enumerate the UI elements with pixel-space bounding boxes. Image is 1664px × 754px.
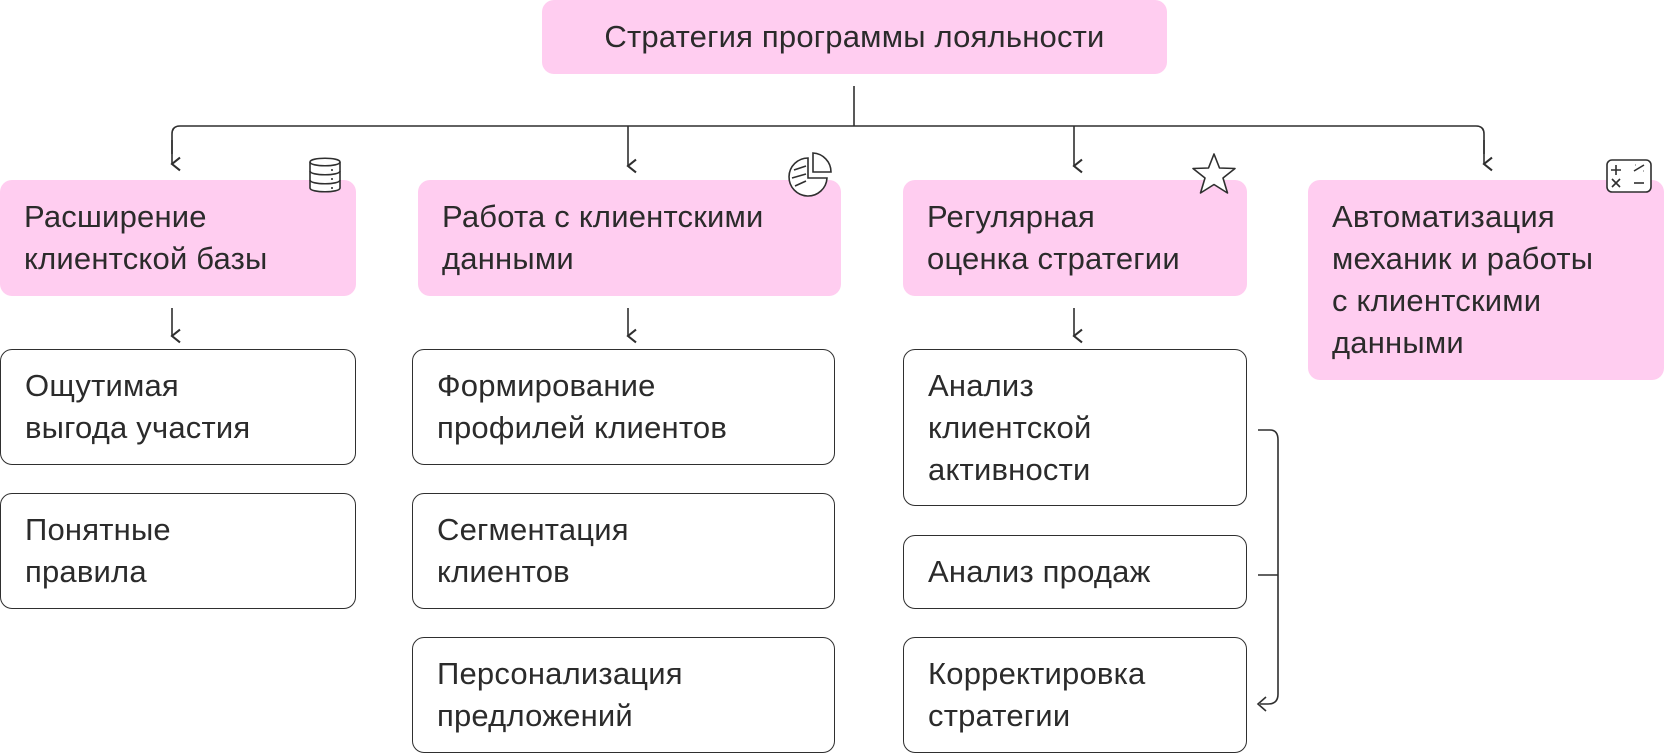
item-label: Ощутимая выгода участия bbox=[25, 368, 251, 445]
star-icon bbox=[1192, 153, 1236, 194]
item-box: Сегментация клиентов bbox=[412, 493, 835, 609]
item-box: Персонализация предложений bbox=[412, 637, 835, 753]
root-node: Стратегия программы лояльности bbox=[542, 0, 1167, 74]
item-label: Формирование профилей клиентов bbox=[437, 368, 727, 445]
item-box: Ощутимая выгода участия bbox=[0, 349, 356, 465]
item-label: Понятные правила bbox=[25, 512, 171, 589]
item-box: Анализ продаж bbox=[903, 535, 1247, 609]
branch-line bbox=[171, 125, 1485, 154]
header-automation: Автоматизация механик и работы с клиентс… bbox=[1308, 180, 1664, 380]
header-label: Автоматизация механик и работы с клиентс… bbox=[1332, 199, 1594, 360]
item-box: Анализ клиентской активности bbox=[903, 349, 1247, 506]
item-label: Анализ клиентской активности bbox=[928, 367, 1092, 487]
item-label: Анализ продаж bbox=[928, 554, 1151, 589]
feedback-arrowhead bbox=[1256, 696, 1267, 712]
database-icon bbox=[309, 157, 341, 193]
header-client-data: Работа с клиентскими данными bbox=[418, 180, 841, 296]
header-evaluation: Регулярная оценка стратегии bbox=[903, 180, 1247, 296]
pie-chart-icon bbox=[788, 152, 832, 197]
header-expansion: Расширение клиентской базы bbox=[0, 180, 356, 296]
item-label: Корректировка стратегии bbox=[928, 656, 1146, 733]
item-box: Формирование профилей клиентов bbox=[412, 349, 835, 465]
calculator-icon bbox=[1606, 159, 1652, 193]
header-label: Расширение клиентской базы bbox=[24, 199, 268, 276]
header-label: Работа с клиентскими данными bbox=[442, 199, 764, 276]
root-label: Стратегия программы лояльности bbox=[604, 19, 1105, 54]
item-label: Персонализация предложений bbox=[437, 656, 683, 733]
header-label: Регулярная оценка стратегии bbox=[927, 199, 1180, 276]
item-label: Сегментация клиентов bbox=[437, 512, 629, 589]
item-box: Понятные правила bbox=[0, 493, 356, 609]
feedback-bracket bbox=[1258, 429, 1279, 705]
item-box: Корректировка стратегии bbox=[903, 637, 1247, 753]
